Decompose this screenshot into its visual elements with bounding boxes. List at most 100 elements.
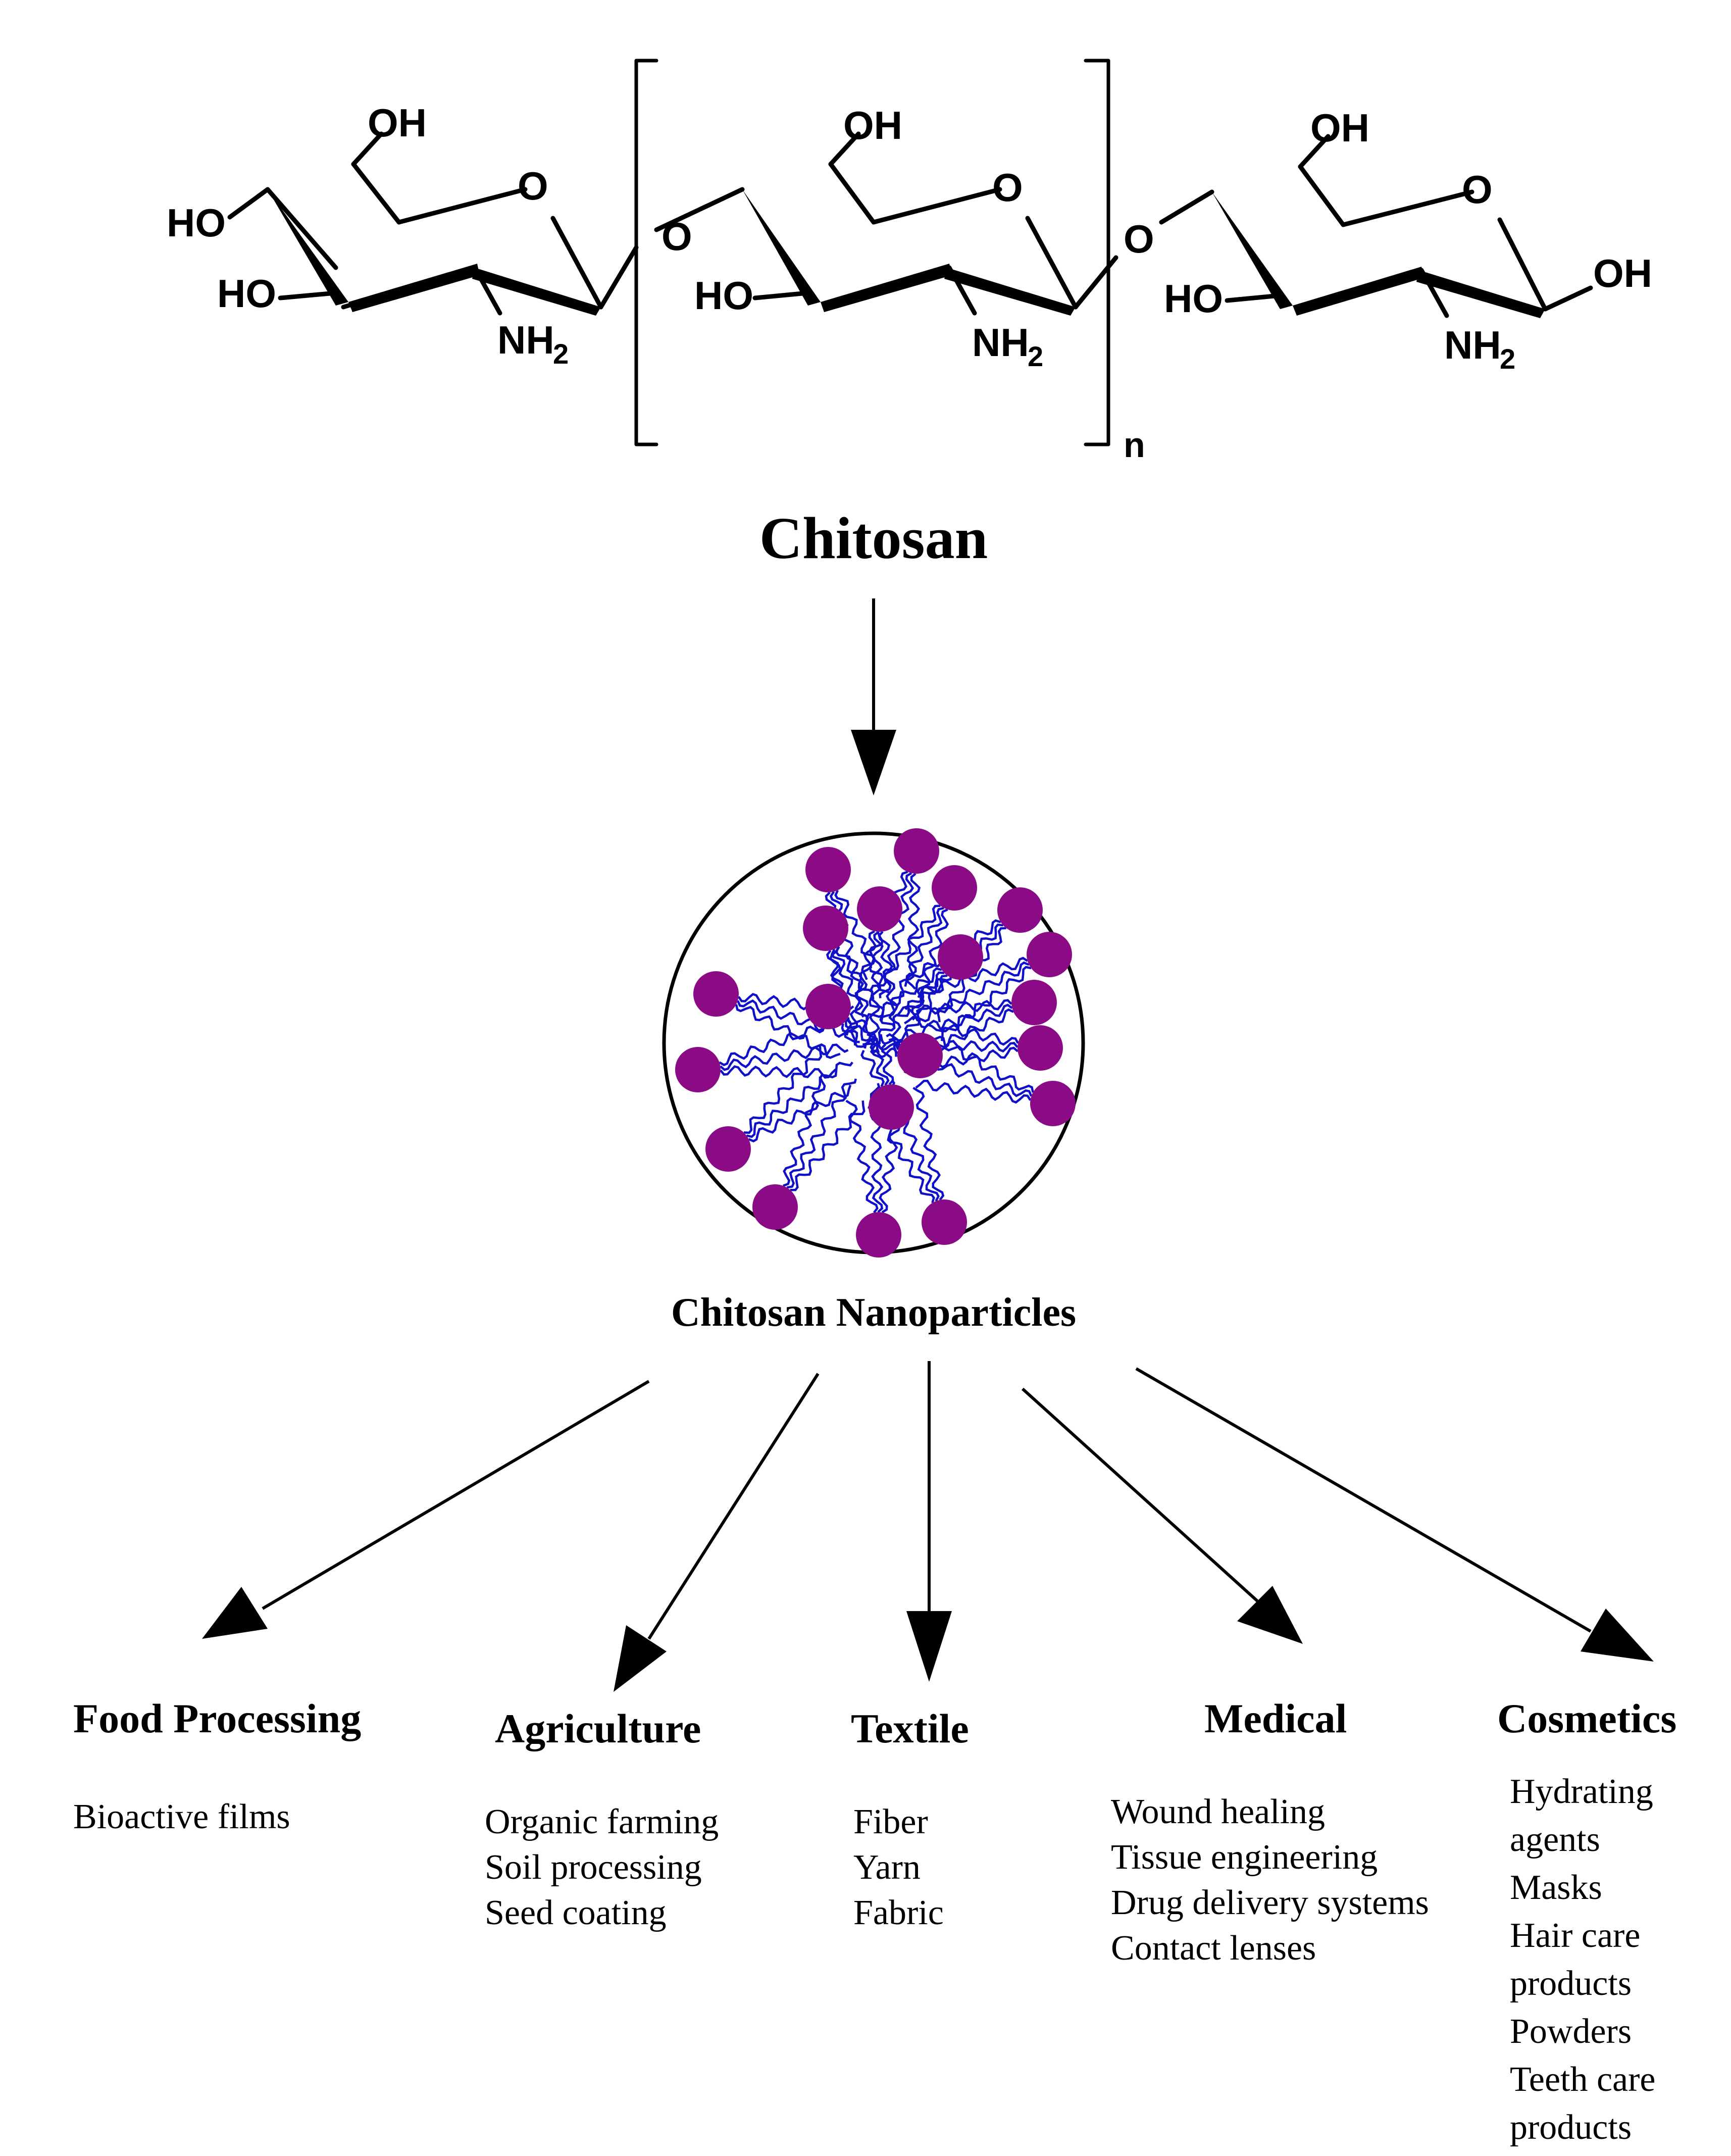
polymer-chain [719, 1020, 828, 1067]
polymer-chain [845, 930, 877, 1036]
cosmetics-item-2: agents [1510, 1820, 1600, 1859]
cosmetics-item-8: products [1510, 2108, 1632, 2147]
particle-dot [752, 1184, 798, 1230]
agriculture-item-2: Soil processing [485, 1848, 702, 1887]
polymer-chain [906, 873, 921, 990]
polymer-chain [930, 1035, 1034, 1093]
particle-dot [805, 847, 851, 892]
arrow-to-nanoparticles [851, 598, 896, 795]
arrowhead-cosmetics [1581, 1609, 1654, 1662]
category-medical: Medical Wound healing Tissue engineering… [1111, 1695, 1429, 1968]
particle-dot [1027, 932, 1072, 977]
label-n-subscript: n [1124, 425, 1145, 465]
particle-dot [693, 971, 739, 1017]
particle-dot [897, 1033, 943, 1078]
label-ho-2: HO [694, 273, 753, 318]
textile-item-2: Yarn [853, 1848, 921, 1887]
agriculture-item-1: Organic farming [485, 1802, 719, 1841]
arrow-agriculture [647, 1373, 820, 1640]
polymer-chain [746, 1062, 853, 1138]
polymer-chain [735, 1004, 841, 1059]
polymer-chain [912, 1087, 945, 1201]
particle-dot [857, 886, 902, 932]
glucosamine-unit-left [227, 131, 639, 316]
label-sub2-1: 2 [553, 338, 569, 370]
category-food-processing: Food Processing Bioactive films [73, 1695, 361, 1836]
label-oh-anomeric: OH [1593, 251, 1652, 295]
polymer-chain [845, 1099, 879, 1214]
polymer-chain [903, 1016, 1019, 1046]
cosmetics-item-3: Masks [1510, 1868, 1602, 1907]
arrowhead-textile [906, 1611, 952, 1682]
polymer-chain [860, 1049, 885, 1087]
arrow-food [262, 1380, 650, 1610]
glucosamine-unit-repeat [654, 131, 1118, 316]
particle-dot [869, 1084, 914, 1130]
chitosan-title: Chitosan [759, 505, 988, 571]
category-title-agriculture: Agriculture [495, 1706, 701, 1751]
polymer-chain [915, 1079, 1032, 1104]
arrowhead-food [202, 1587, 268, 1639]
polymer-chain [896, 999, 1012, 1017]
polymer-chain [736, 999, 860, 1043]
label-oh-3: OH [1310, 106, 1369, 150]
label-o-ring-2: O [992, 165, 1023, 210]
cosmetics-item-6: Powders [1510, 2012, 1632, 2051]
cosmetics-item-5: products [1510, 1964, 1632, 2003]
particle-dot [938, 934, 983, 980]
particle-dot [997, 887, 1043, 933]
category-title-medical: Medical [1204, 1695, 1347, 1741]
label-o-link-1: O [661, 214, 692, 259]
arrowhead-agriculture [614, 1625, 667, 1692]
polymer-chain [847, 1017, 878, 1035]
category-agriculture: Agriculture Organic farming Soil process… [485, 1706, 719, 1932]
arrowhead-medical [1237, 1586, 1303, 1644]
medical-item-3: Drug delivery systems [1111, 1883, 1429, 1922]
label-sub2-3: 2 [1500, 343, 1515, 375]
polymer-chain [862, 1037, 899, 1051]
polymer-chain [879, 1034, 901, 1046]
polymer-chain [886, 1004, 1013, 1042]
label-oh-1: OH [368, 101, 427, 145]
branch-arrows [202, 1361, 1654, 1692]
label-o-link-2: O [1124, 217, 1154, 261]
polymer-chain [863, 971, 945, 1049]
polymer-chain [864, 967, 942, 1028]
label-ho-1a: HO [167, 200, 226, 245]
category-title-food: Food Processing [73, 1695, 361, 1741]
label-nh-1: NH [497, 318, 554, 362]
chitosan-structure [227, 59, 1593, 446]
particle-dot [856, 1212, 901, 1258]
category-title-textile: Textile [851, 1706, 969, 1751]
polymer-chain [720, 1065, 837, 1079]
particle-dot [805, 984, 851, 1029]
cosmetics-item-7: Teeth care [1510, 2060, 1655, 2099]
structure-labels: OH HO HO O NH 2 O OH HO O NH 2 O n OH HO… [167, 101, 1652, 465]
label-o-ring-1: O [518, 164, 548, 208]
category-textile: Textile Fiber Yarn Fabric [851, 1706, 969, 1932]
label-ho-3: HO [1164, 276, 1223, 321]
polymer-chain [867, 1033, 890, 1086]
particle-dot [705, 1126, 751, 1172]
label-o-ring-3: O [1462, 167, 1493, 212]
polymer-chain [748, 1084, 852, 1143]
food-item-1: Bioactive films [73, 1797, 290, 1836]
polymer-chain [870, 905, 941, 1000]
polymer-chain [783, 1076, 826, 1187]
polymer-chain [881, 1043, 894, 1085]
label-oh-2: OH [843, 103, 902, 147]
particle-dot [932, 865, 977, 911]
polymer-chain [786, 1078, 857, 1189]
label-nh-3: NH [1444, 323, 1501, 367]
particle-dot [922, 1199, 967, 1245]
particle-dots [675, 828, 1076, 1258]
particle-dot [1017, 1025, 1063, 1071]
particle-dot [803, 906, 848, 951]
polymer-chains [719, 871, 1034, 1214]
polymer-chain [834, 889, 891, 994]
label-ho-1b: HO [217, 271, 276, 316]
particle-dot [894, 828, 939, 874]
category-title-cosmetics: Cosmetics [1497, 1695, 1676, 1741]
particle-dot [1030, 1081, 1076, 1126]
